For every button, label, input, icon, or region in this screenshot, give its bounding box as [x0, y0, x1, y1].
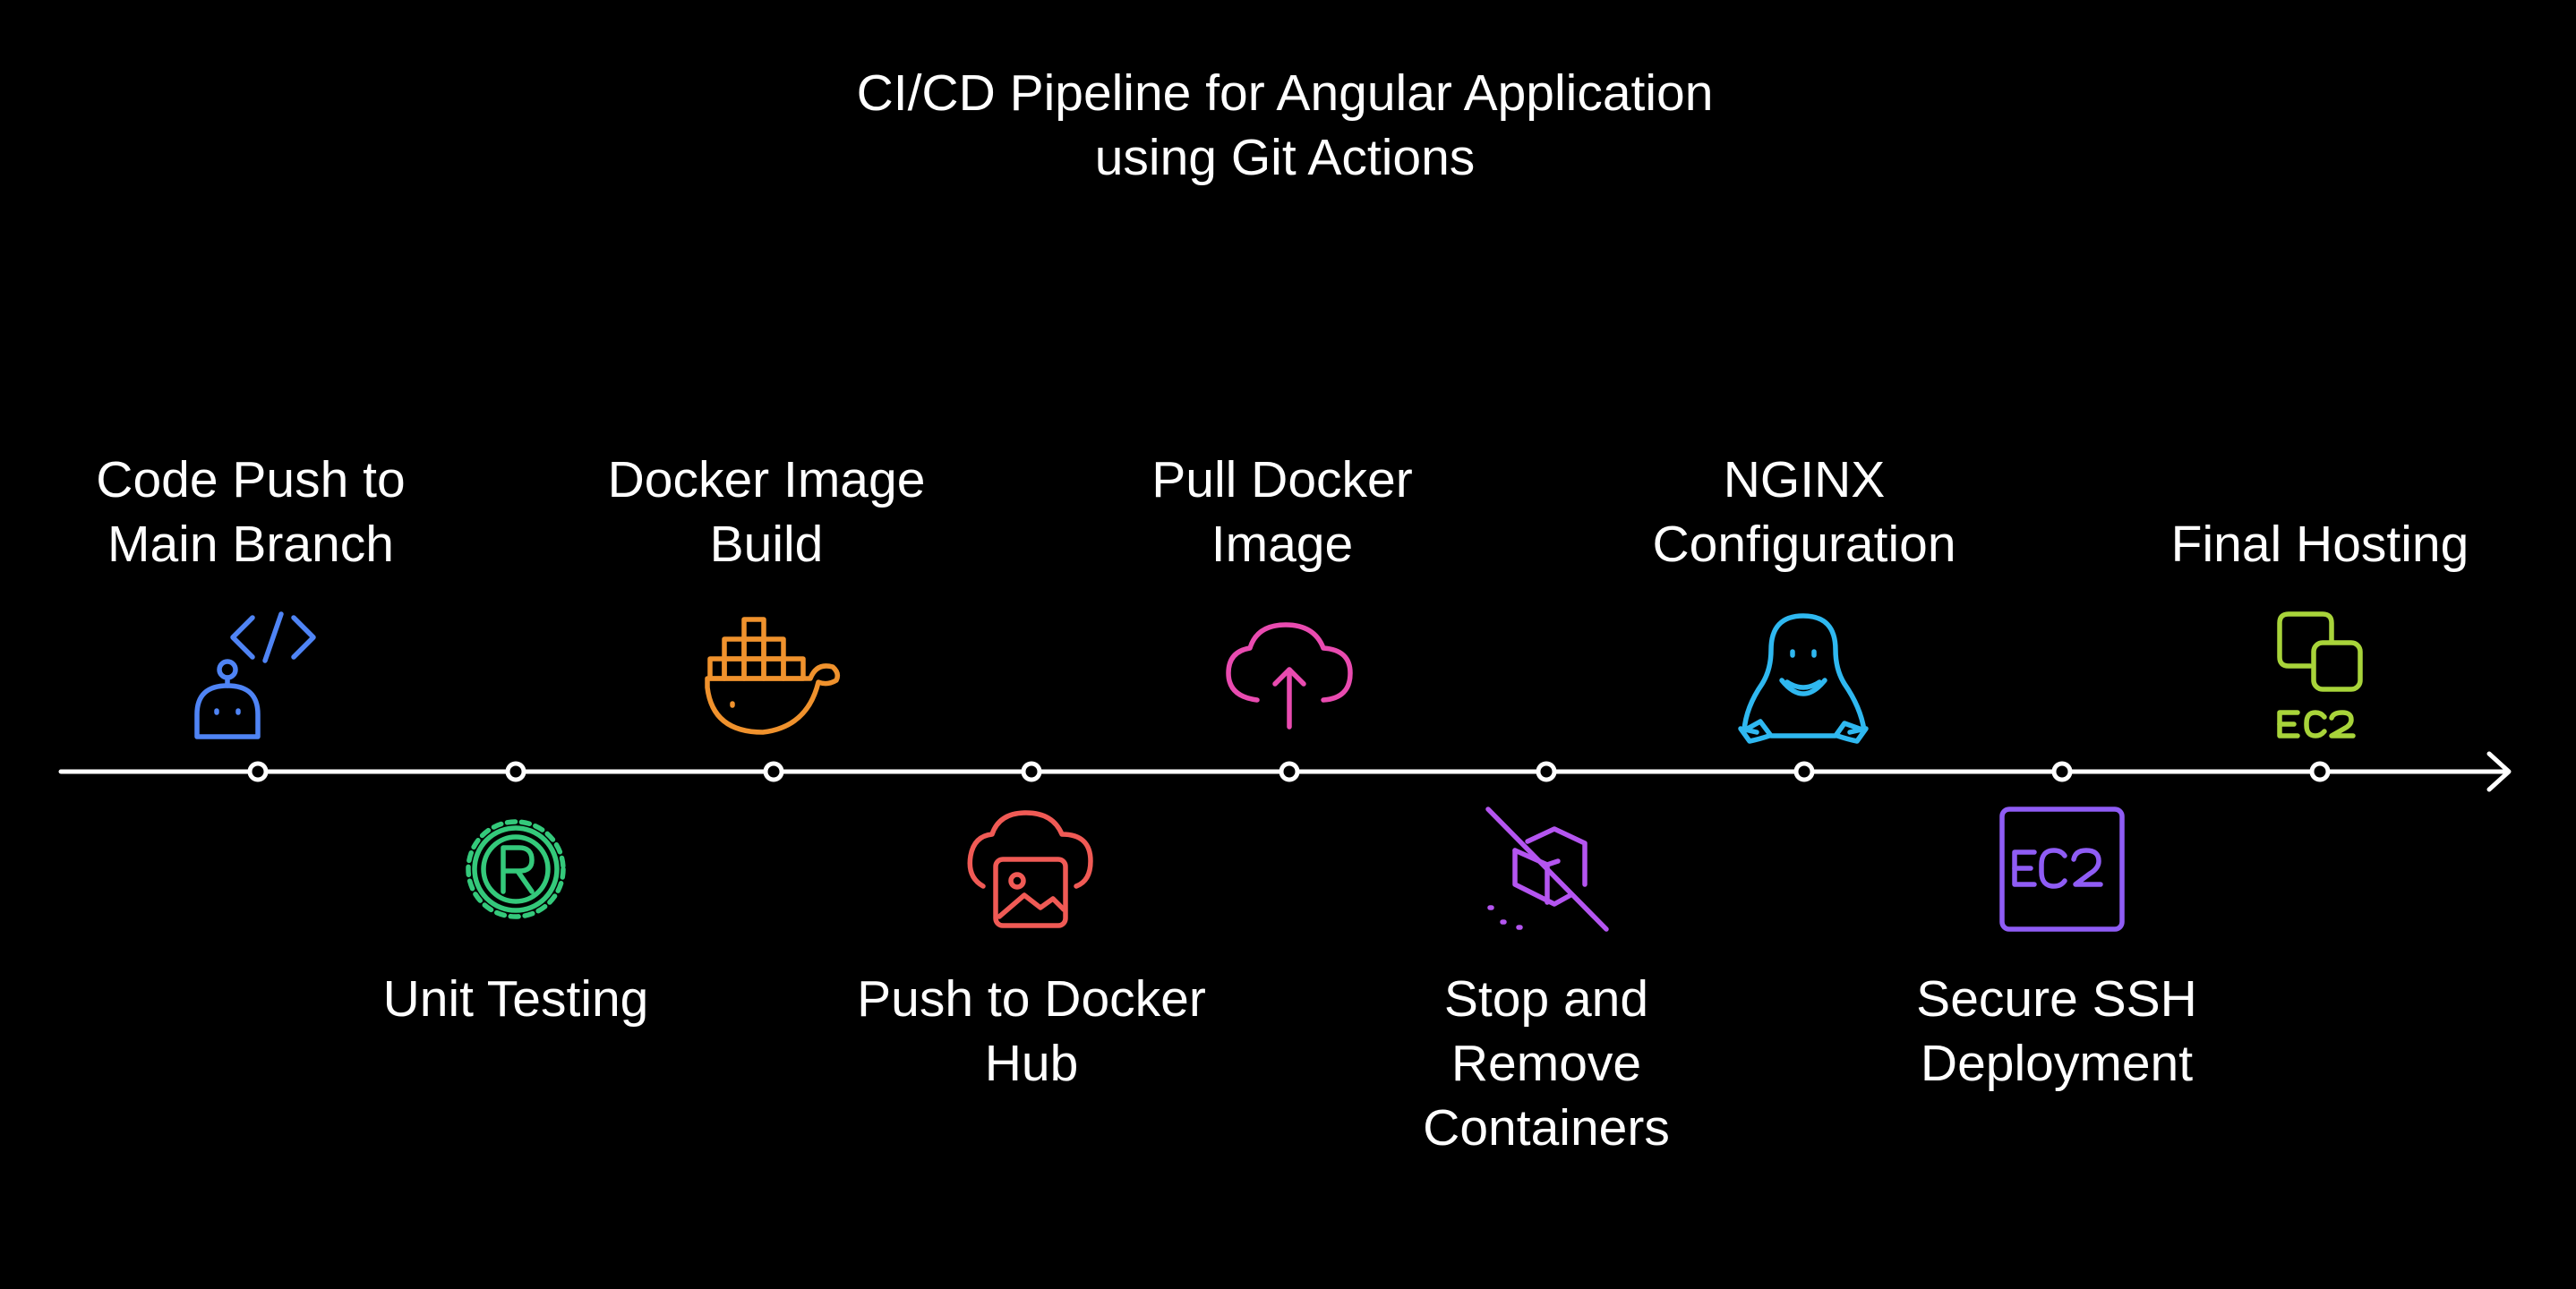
timeline-marker [763, 761, 784, 782]
timeline-marker [1536, 761, 1557, 782]
linux-penguin-icon [1738, 613, 1869, 744]
step-label-stop-remove: Stop and Remove Containers [1296, 967, 1797, 1160]
step-label-secure-ssh: Secure SSH Deployment [1806, 967, 2307, 1096]
box-off-icon [1485, 807, 1609, 932]
diagram-title: CI/CD Pipeline for Angular Application u… [0, 61, 2570, 190]
step-label-line: Unit Testing [382, 970, 649, 1028]
step-label-line: Docker Image [607, 451, 926, 508]
step-label-line: Remove [1451, 1035, 1642, 1092]
timeline-marker [247, 761, 269, 782]
timeline-arrowhead [2486, 751, 2512, 792]
ec2-copy-icon [2277, 611, 2363, 738]
timeline-marker [1021, 761, 1042, 782]
step-label-line: NGINX [1723, 451, 1886, 508]
step-label-line: Hub [984, 1035, 1079, 1092]
ec2-square-icon [1999, 807, 2125, 932]
step-label-docker-build: Docker Image Build [516, 448, 1017, 576]
step-label-line: Stop and [1443, 970, 1649, 1028]
step-label-line: Deployment [1920, 1035, 2194, 1092]
timeline-marker [2309, 761, 2331, 782]
step-label-nginx: NGINX Configuration [1553, 448, 2055, 576]
step-label-code-push: Code Push to Main Branch [0, 448, 501, 576]
title-line-1: CI/CD Pipeline for Angular Application [856, 64, 1714, 122]
rust-gear-icon [466, 819, 566, 919]
step-label-line: Main Branch [107, 516, 394, 573]
step-label-line: Push to Docker [857, 970, 1206, 1028]
cloud-upload-icon [1226, 622, 1353, 730]
step-label-line: Image [1211, 516, 1354, 573]
step-label-line: Code Push to [96, 451, 406, 508]
robot-code-icon [194, 611, 316, 739]
step-label-final-hosting: Final Hosting [2069, 448, 2571, 576]
step-label-line: Secure SSH [1916, 970, 2197, 1028]
timeline-marker [1279, 761, 1300, 782]
title-line-2: using Git Actions [1094, 129, 1476, 186]
step-label-line: Pull Docker [1151, 451, 1413, 508]
step-label-line: Configuration [1652, 516, 1956, 573]
docker-whale-icon [705, 617, 841, 735]
step-label-line: Final Hosting [2170, 516, 2469, 573]
step-label-push-docker-hub: Push to Docker Hub [781, 967, 1282, 1096]
cloud-image-icon [967, 810, 1093, 928]
step-label-line: Build [709, 516, 824, 573]
step-label-pull-image: Pull Docker Image [1031, 448, 1533, 576]
step-label-line: Containers [1423, 1099, 1670, 1157]
step-label-unit-testing: Unit Testing [265, 967, 766, 1031]
timeline-marker [2051, 761, 2073, 782]
timeline-marker [505, 761, 526, 782]
timeline-marker [1793, 761, 1815, 782]
